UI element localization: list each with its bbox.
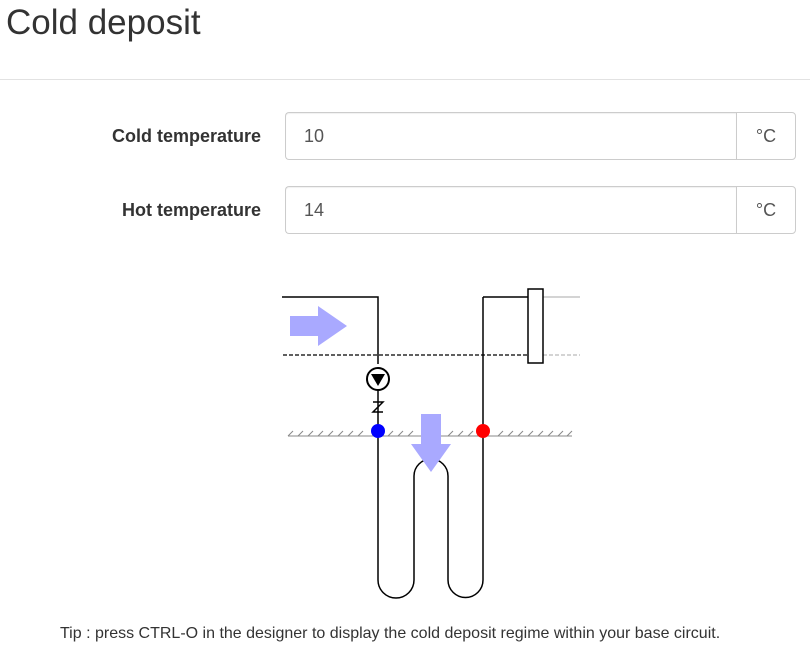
hot-temperature-unit: °C bbox=[736, 186, 796, 234]
page-title: Cold deposit bbox=[6, 3, 201, 42]
flow-arrow-down-icon bbox=[411, 414, 451, 472]
exchanger-icon bbox=[527, 288, 544, 364]
cold-temperature-input-group: °C bbox=[285, 112, 796, 160]
flow-arrow-right-icon bbox=[290, 306, 347, 346]
tip-text: Tip : press CTRL-O in the designer to di… bbox=[60, 625, 721, 642]
cold-temperature-unit: °C bbox=[736, 112, 796, 160]
cold-temperature-input[interactable] bbox=[285, 112, 736, 160]
hot-temperature-input-group: °C bbox=[285, 186, 796, 234]
pump-icon bbox=[366, 367, 390, 391]
inlet-pipe bbox=[282, 296, 379, 364]
hot-temperature-label: Hot temperature bbox=[121, 200, 261, 220]
cold-temperature-label: Cold temperature bbox=[111, 126, 261, 146]
cold-point-marker bbox=[371, 424, 385, 438]
cold-deposit-diagram bbox=[282, 288, 580, 599]
cold-temperature-row: Cold temperature °C bbox=[0, 112, 810, 162]
hot-temperature-row: Hot temperature °C bbox=[0, 186, 810, 236]
title-divider bbox=[0, 79, 810, 80]
hot-point-marker bbox=[476, 424, 490, 438]
hot-temperature-input[interactable] bbox=[285, 186, 736, 234]
